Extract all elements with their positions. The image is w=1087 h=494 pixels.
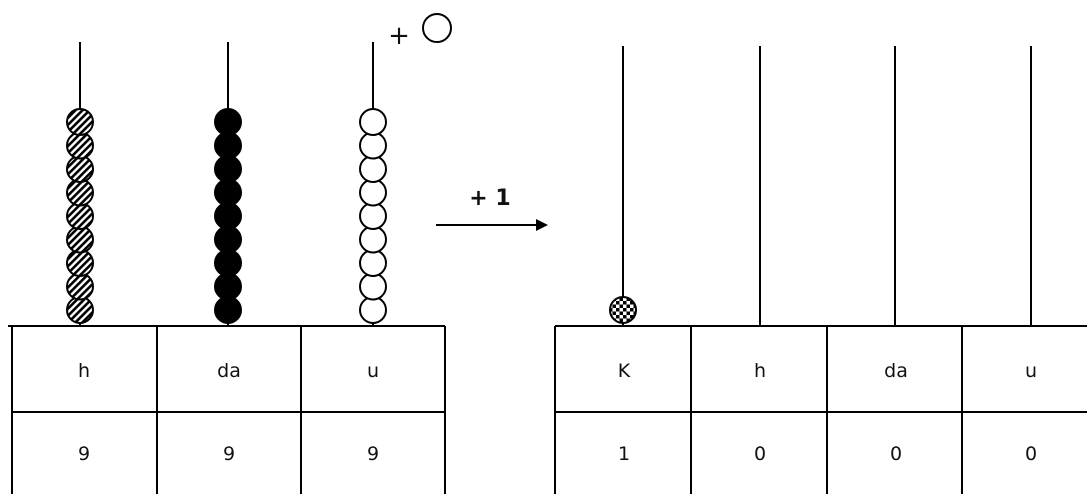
left-bead-h-9 xyxy=(66,108,94,136)
left-bead-da-8 xyxy=(214,131,242,160)
left-header-da: da xyxy=(217,360,241,382)
right-value-k: 1 xyxy=(618,443,630,465)
left-bead-h-5 xyxy=(66,202,94,230)
operation-arrow: + 1 xyxy=(436,186,548,231)
right-header-h: h xyxy=(754,360,766,382)
right-table: K h da u 1 0 0 0 xyxy=(554,325,1087,494)
right-header-k: K xyxy=(618,360,631,382)
right-bead-group xyxy=(609,296,637,324)
left-header-u: u xyxy=(367,360,379,382)
left-bead-da-7 xyxy=(214,155,242,183)
left-bead-group xyxy=(66,108,387,324)
left-bead-h-4 xyxy=(66,225,94,254)
left-bead-h-2 xyxy=(66,272,94,301)
left-bead-u-3 xyxy=(359,249,387,277)
right-abacus: K h da u 1 0 0 0 xyxy=(554,46,1087,494)
right-value-da: 0 xyxy=(890,443,902,465)
left-value-da: 9 xyxy=(223,443,235,465)
left-bead-u-8 xyxy=(359,131,387,160)
right-header-u: u xyxy=(1025,360,1037,382)
left-bead-da-1 xyxy=(214,296,242,324)
left-bead-da-5 xyxy=(214,202,242,230)
right-value-u: 0 xyxy=(1025,443,1037,465)
left-bead-da-4 xyxy=(214,225,242,254)
arrow-head-icon xyxy=(536,219,548,231)
left-table: h da u 9 9 9 xyxy=(8,325,446,494)
left-bead-h-6 xyxy=(66,178,94,207)
left-abacus: h da u 9 9 9 + xyxy=(8,13,452,494)
left-bead-da-6 xyxy=(214,178,242,207)
left-bead-u-9 xyxy=(359,108,387,136)
left-header-h: h xyxy=(78,360,90,382)
plus-sign: + xyxy=(388,21,410,51)
right-value-h: 0 xyxy=(754,443,766,465)
left-bead-h-3 xyxy=(66,249,94,277)
left-bead-u-4 xyxy=(359,225,387,254)
left-bead-u-5 xyxy=(359,202,387,230)
left-bead-u-7 xyxy=(359,155,387,183)
left-bead-h-7 xyxy=(66,155,94,183)
left-bead-da-2 xyxy=(214,272,242,301)
left-bead-u-6 xyxy=(359,178,387,207)
left-bead-h-8 xyxy=(66,131,94,160)
left-bead-da-9 xyxy=(214,108,242,136)
left-value-h: 9 xyxy=(78,443,90,465)
left-bead-h-1 xyxy=(66,296,94,324)
left-bead-u-2 xyxy=(359,272,387,301)
right-bead-K-1 xyxy=(609,296,637,324)
added-bead xyxy=(422,13,452,43)
right-header-da: da xyxy=(884,360,908,382)
operation-label: + 1 xyxy=(469,186,510,211)
left-bead-da-3 xyxy=(214,249,242,277)
added-bead-annotation: + xyxy=(388,13,452,51)
left-bead-u-1 xyxy=(359,296,387,324)
left-value-u: 9 xyxy=(367,443,379,465)
